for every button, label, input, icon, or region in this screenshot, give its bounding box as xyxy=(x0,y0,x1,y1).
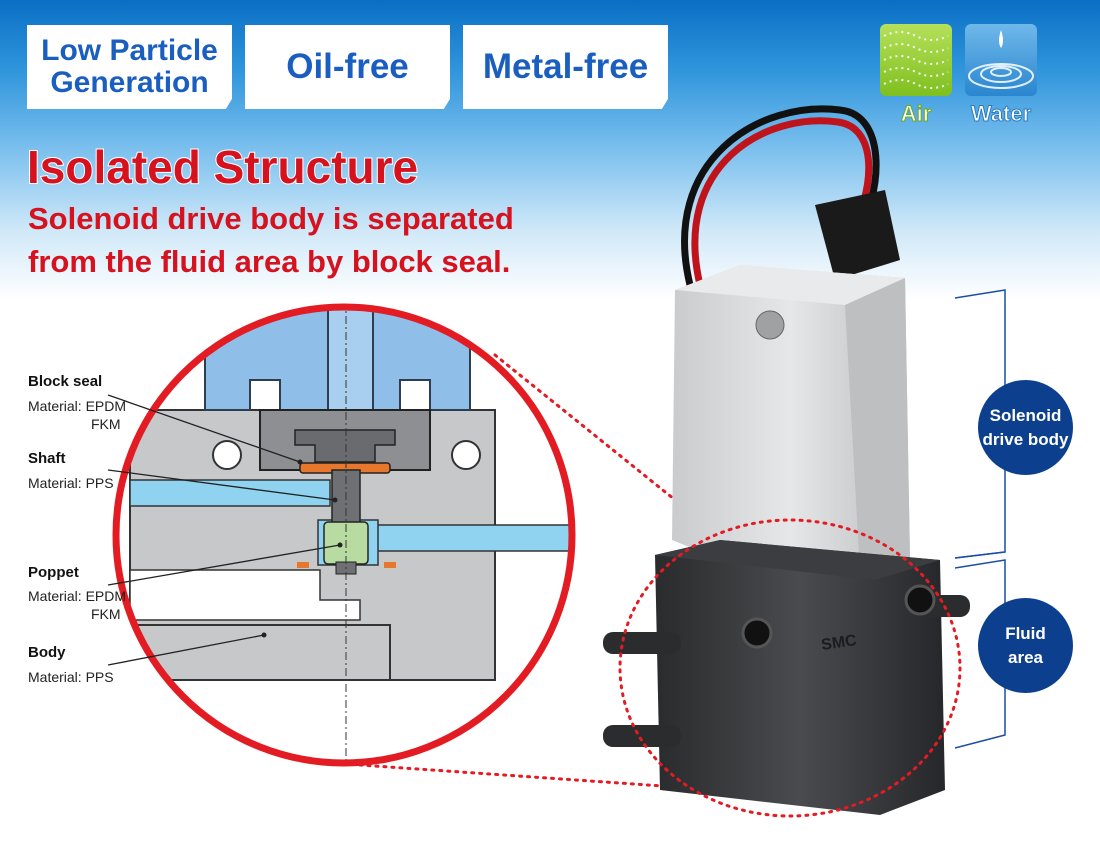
callout-poppet-title: Poppet xyxy=(28,564,79,581)
subheadline-line2: from the fluid area by block seal. xyxy=(28,244,511,279)
tag-low-particle-line2: Generation xyxy=(50,66,209,99)
water-ripple-icon xyxy=(968,30,1034,89)
fluid-label-line2: area xyxy=(1008,647,1043,667)
tag-low-particle-line1: Low Particle xyxy=(41,34,218,67)
solenoid-label-line1: Solenoid xyxy=(989,405,1062,425)
callout-poppet-material: Material: EPDM xyxy=(28,588,127,604)
subheadline-line1: Solenoid drive body is separated xyxy=(28,201,514,236)
smc-marking: SMC xyxy=(820,632,858,654)
callout-block-seal-material: Material: EPDM xyxy=(28,398,127,414)
water-icon xyxy=(965,24,1037,96)
fluid-area-highlight xyxy=(618,518,962,818)
tag-metal-free-label: Metal-free xyxy=(482,47,649,86)
air-icon xyxy=(880,24,952,96)
tag-oil-free: Oil-free xyxy=(245,25,450,109)
callout-poppet-material-2: FKM xyxy=(91,606,121,622)
valve-product-image: SMC xyxy=(603,105,970,815)
air-label: Air xyxy=(900,101,932,127)
fluid-area-label: Fluid area xyxy=(978,598,1073,693)
tag-metal-free: Metal-free xyxy=(463,25,668,109)
tag-oil-free-label: Oil-free xyxy=(286,47,409,86)
magnifier-ring xyxy=(112,303,576,767)
fluid-label-line1: Fluid xyxy=(1005,623,1046,643)
tag-low-particle: Low Particle Generation xyxy=(27,25,232,109)
callout-shaft-material: Material: PPS xyxy=(28,475,114,491)
callout-block-seal-title: Block seal xyxy=(28,373,103,390)
solenoid-label-line2: drive body xyxy=(982,429,1069,449)
headline: Isolated Structure xyxy=(26,140,419,194)
callout-body-title: Body xyxy=(28,644,66,661)
callout-shaft-title: Shaft xyxy=(28,450,66,467)
callout-body-material: Material: PPS xyxy=(28,669,114,685)
cross-section xyxy=(116,307,572,763)
callout-block-seal-material-2: FKM xyxy=(91,416,121,432)
solenoid-drive-body-label: Solenoid drive body xyxy=(978,380,1073,475)
water-label: Water xyxy=(970,101,1032,127)
